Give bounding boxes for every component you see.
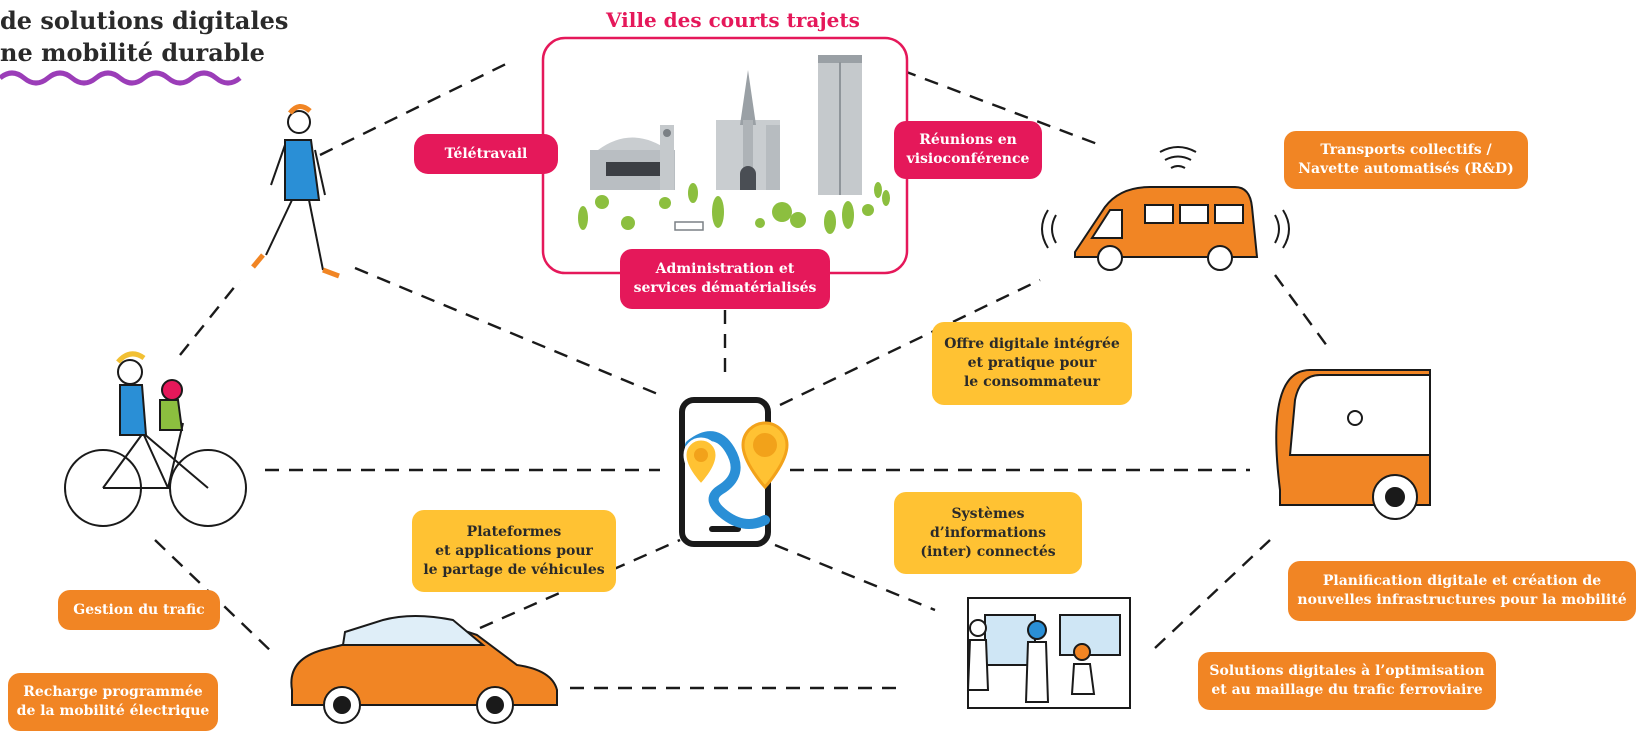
label-reunions-visioconference: Réunions en visioconférence	[894, 121, 1042, 179]
label-systemes-informations: Systèmes d’informations (inter) connecté…	[894, 492, 1082, 574]
label-gestion-trafic: Gestion du trafic	[58, 590, 220, 630]
label-teletravail: Télétravail	[414, 134, 558, 174]
label-transports-collectifs: Transports collectifs / Navette automati…	[1284, 131, 1528, 189]
decorative-wave	[0, 70, 242, 86]
label-offre-digitale: Offre digitale intégrée et pratique pour…	[932, 322, 1132, 405]
label-planification-digitale: Planification digitale et création de no…	[1288, 561, 1636, 621]
cyclist-icon	[64, 351, 247, 527]
header-title-line1: de solutions digitales	[0, 6, 289, 35]
header-title-line2: ne mobilité durable	[0, 38, 265, 67]
label-administration: Administration et services dématérialisé…	[620, 249, 830, 309]
tram-icon	[1275, 369, 1431, 520]
pedestrian-icon	[251, 104, 340, 279]
label-recharge-programmee: Recharge programmée de la mobilité élect…	[8, 673, 218, 731]
smartphone-map-icon	[679, 397, 789, 547]
car-icon	[290, 615, 558, 724]
van-icon	[1074, 186, 1259, 271]
label-plateformes-partage: Plateformes et applications pour le part…	[412, 510, 616, 592]
city-skyline-icon	[578, 55, 890, 234]
wifi-icon	[1041, 146, 1290, 249]
label-solutions-ferroviaire: Solutions digitales à l’optimisation et …	[1198, 652, 1496, 710]
train-passengers-icon	[966, 597, 1131, 709]
city-title: Ville des courts trajets	[606, 8, 860, 32]
